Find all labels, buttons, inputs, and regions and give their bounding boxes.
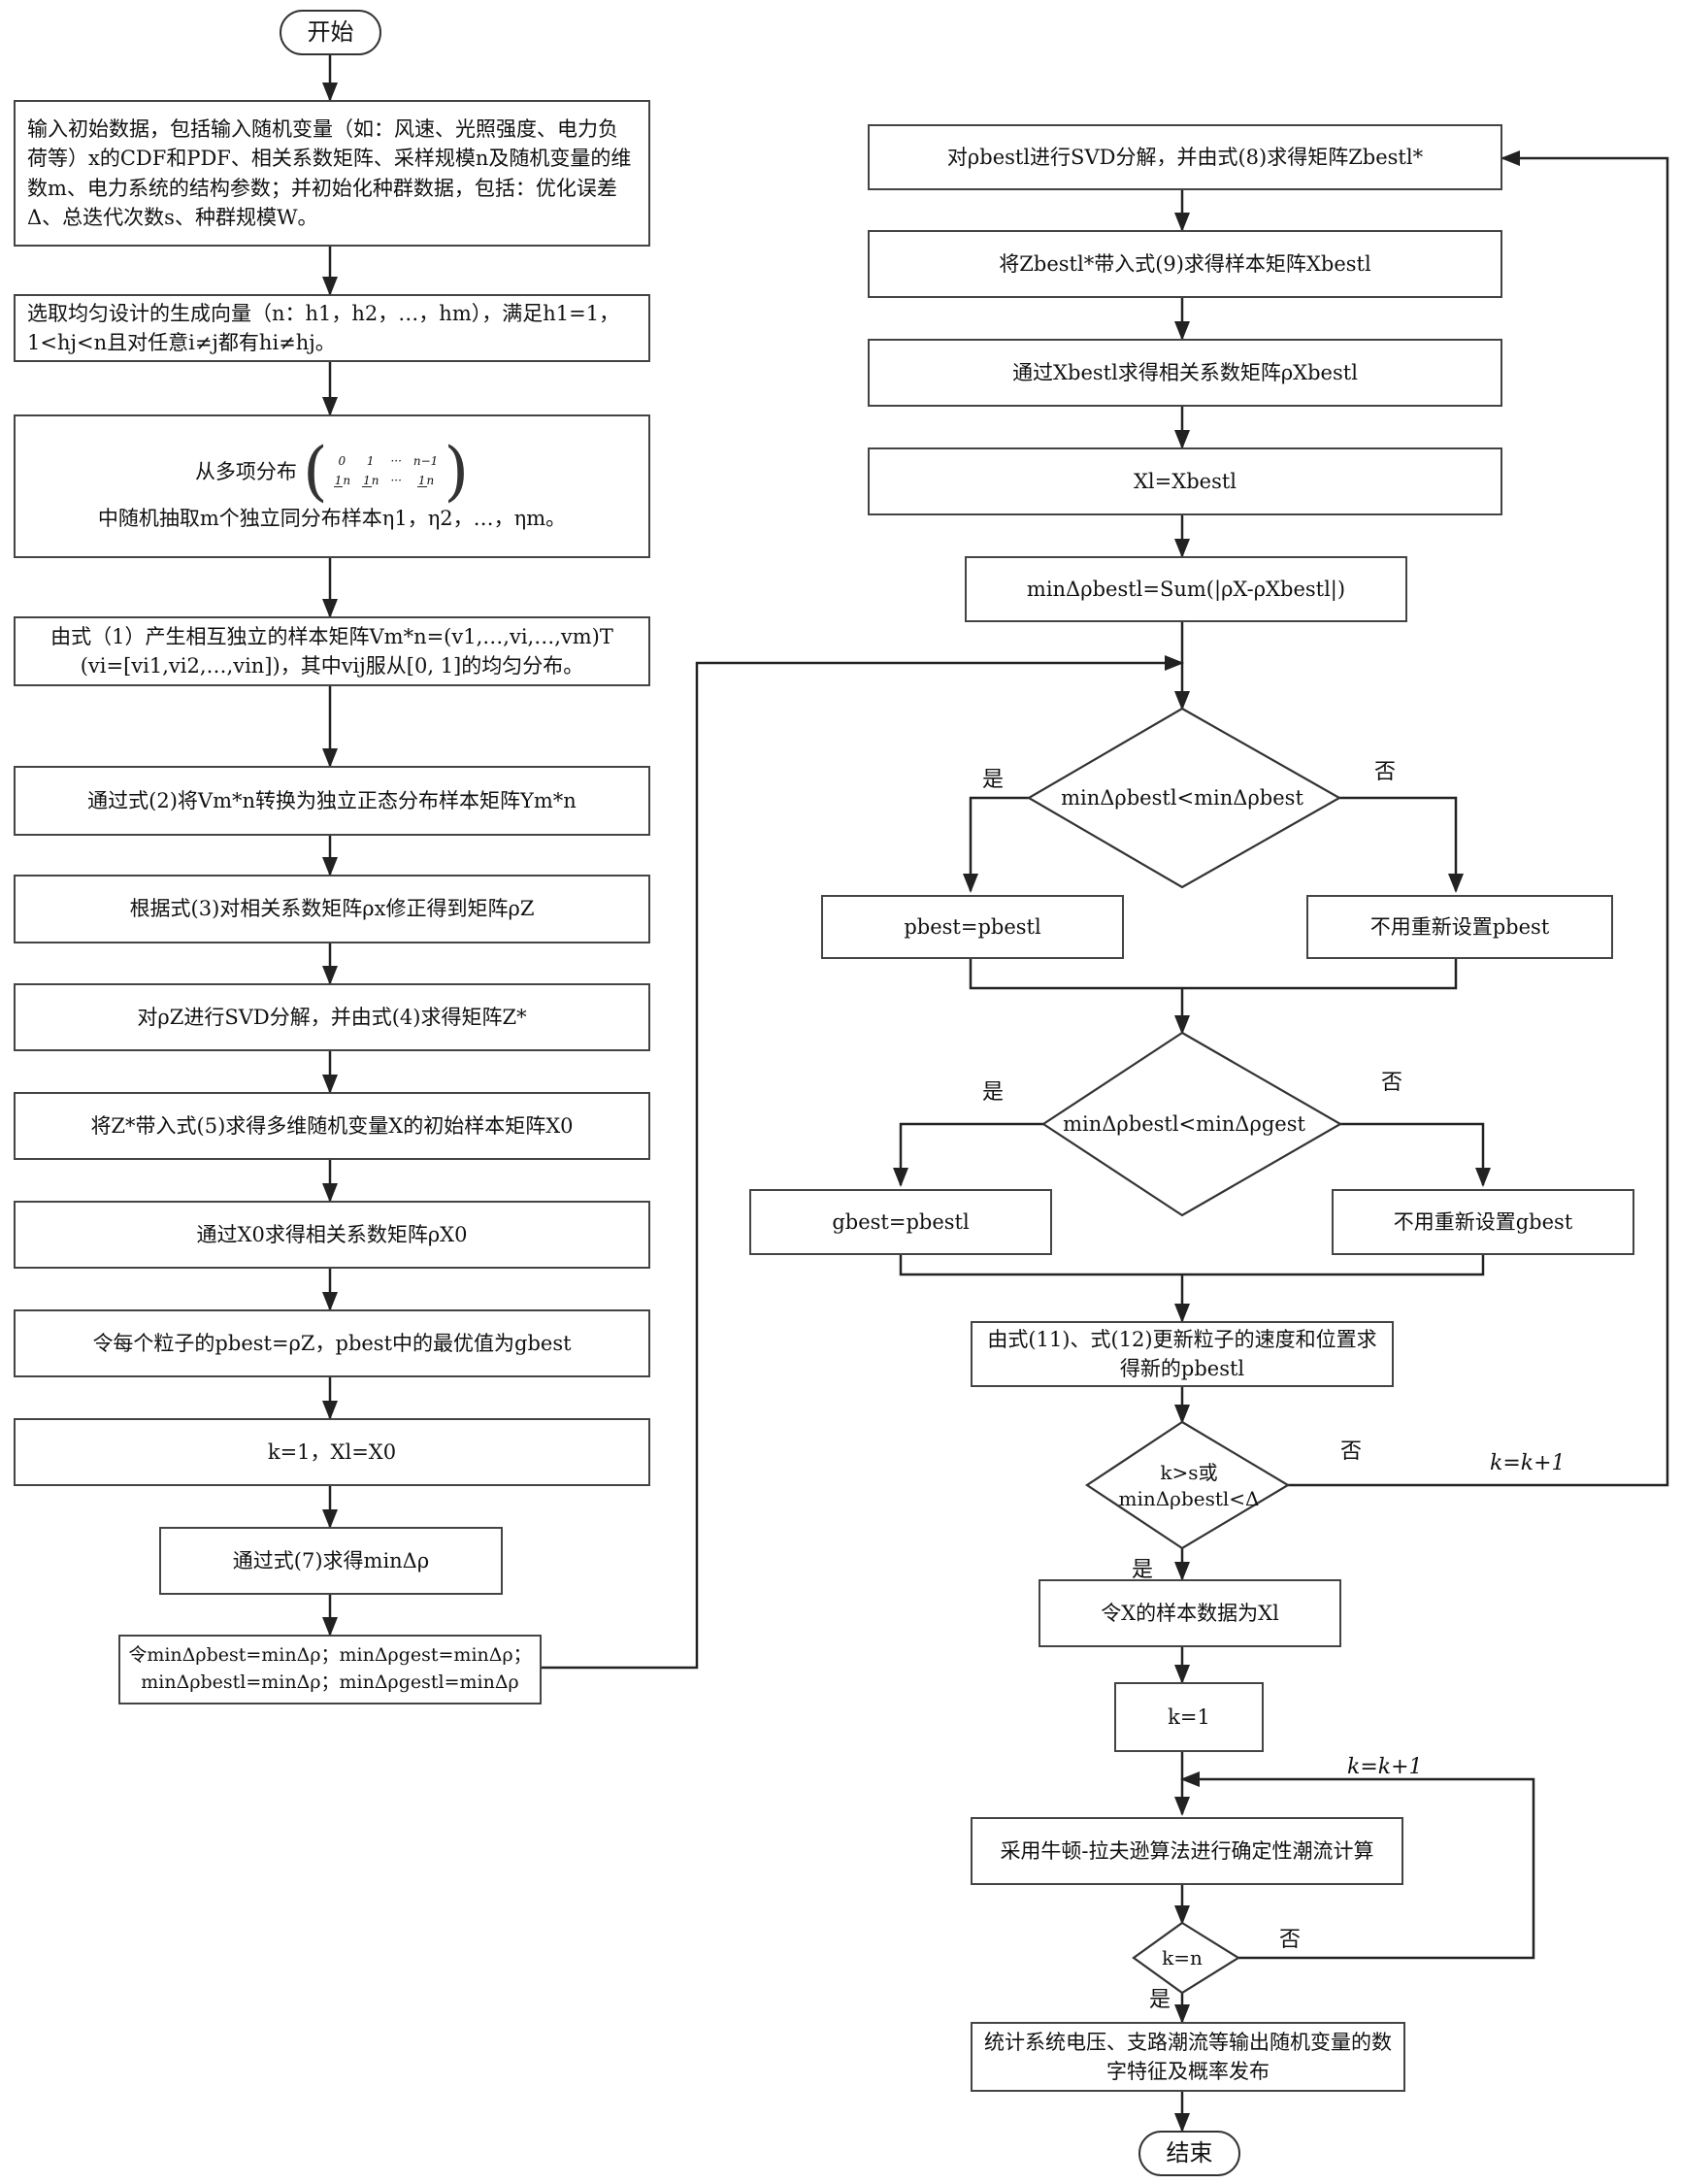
decision-1-text: minΔρbestl<minΔρbest [1061,785,1303,810]
end-terminal: 结束 [1138,2131,1240,2176]
step-gbest-update: gbest=pbestl [749,1189,1052,1255]
matrix-den-0: n [343,473,351,487]
multinomial-line: 从多项分布 ( 0 1 ··· n−1 1n 1n ··· 1n ) [194,433,470,509]
label-d3-yes: 是 [1132,1558,1154,1582]
step-sample-x-best-text: 将Zbestl*带入式(9)求得样本矩阵Xbestl [999,251,1371,276]
matrix-den-2: n [426,473,435,487]
edge-d4-no-loop [1180,1771,1535,1960]
step-gbest-keep: 不用重新设置gbest [1332,1189,1634,1255]
step-set-x-sample: 令X的样本数据为Xl [1039,1579,1341,1647]
edge-d1-no [1339,796,1464,893]
label-d3-no: 否 [1340,1439,1363,1464]
label-d4-no: 否 [1279,1928,1302,1952]
decision-2-text: minΔρbestl<minΔρgest [1063,1111,1305,1136]
step-svd-best-text: 对ρbestl进行SVD分解，并由式(8)求得矩阵Zbestl* [946,145,1424,169]
step-generation-vector: 选取均匀设计的生成向量（n：h1，h2，…，hm），满足h1=1，1<hj<n且… [14,294,650,362]
label-d1-no: 否 [1374,760,1397,784]
step-correlation-x0: 通过X0求得相关系数矩阵ρX0 [14,1201,650,1269]
matrix-num-2: 1 [416,473,427,488]
edge-d3-no-loop [1288,150,1669,1487]
step-k-reset-text: k=1 [1168,1704,1210,1729]
step-svd-z: 对ρZ进行SVD分解，并由式(4)求得矩阵Z* [14,983,650,1051]
multinomial-matrix: ( 0 1 ··· n−1 1n 1n ··· 1n ) [302,433,470,509]
step-pbest-keep-text: 不用重新设置pbest [1369,914,1550,939]
step-correct-correlation-text: 根据式(3)对相关系数矩阵ρx修正得到矩阵ρZ [129,897,535,921]
label-loop1: k=k+1 [1490,1451,1566,1475]
step-sum-delta-text: minΔρbestl=Sum(|ρX-ρXbestl|) [1026,577,1346,601]
matrix-den-1: n [371,473,379,487]
step-correlation-x0-text: 通过X0求得相关系数矩阵ρX0 [196,1222,468,1246]
decision-1-shape [1026,707,1342,889]
multinomial-sample-text: 中随机抽取m个独立同分布样本η1，η2，…，ηm。 [97,506,567,530]
matrix-top-2: ··· [390,454,402,469]
step-pbest-update-text: pbest=pbestl [904,914,1041,939]
step-set-x-sample-text: 令X的样本数据为Xl [1101,1601,1279,1625]
step-svd-z-text: 对ρZ进行SVD分解，并由式(4)求得矩阵Z* [137,1005,527,1029]
step-correlation-best-text: 通过Xbestl求得相关系数矩阵ρXbestl [1012,360,1358,384]
step-svd-best: 对ρbestl进行SVD分解，并由式(8)求得矩阵Zbestl* [868,124,1502,190]
edge-d1-yes [963,796,1029,893]
start-terminal: 开始 [280,10,381,55]
step-newton-raphson: 采用牛顿-拉夫逊算法进行确定性潮流计算 [971,1817,1403,1885]
step-init-min-values-text: 令minΔρbest=minΔρ；minΔρgest=minΔρ；minΔρbe… [128,1644,532,1693]
decision-4-text: k=n [1162,1945,1203,1969]
step-initial-sample-x0-text: 将Z*带入式(5)求得多维随机变量X的初始样本矩阵X0 [90,1113,574,1138]
step-newton-raphson-text: 采用牛顿-拉夫逊算法进行确定性潮流计算 [1000,1838,1374,1863]
label-d2-no: 否 [1381,1071,1403,1095]
step-sample-x-best: 将Zbestl*带入式(9)求得样本矩阵Xbestl [868,230,1502,298]
matrix-top-3: n−1 [412,454,439,469]
step-multinomial-sampling: 从多项分布 ( 0 1 ··· n−1 1n 1n ··· 1n ) 中随机抽取… [14,414,650,558]
step-correct-correlation: 根据式(3)对相关系数矩阵ρx修正得到矩阵ρZ [14,875,650,943]
edge-d2-no [1340,1122,1491,1187]
step-sample-matrix-v: 由式（1）产生相互独立的样本矩阵Vm*n=(v1,…,vi,…,vm)T (vi… [14,616,650,686]
step-update-particles: 由式(11)、式(12)更新粒子的速度和位置求得新的pbestl [971,1321,1394,1387]
step-k-init-text: k=1，Xl=X0 [267,1439,397,1464]
label-d1-yes: 是 [982,768,1005,792]
step-min-delta-rho: 通过式(7)求得minΔρ [159,1527,503,1595]
edge-merge2 [899,1255,1485,1276]
step-init-particles: 令每个粒子的pbest=ρZ，pbest中的最优值为gbest [14,1309,650,1377]
edge-l13-merge [542,655,1184,1670]
step-gbest-keep-text: 不用重新设置gbest [1393,1209,1573,1234]
step-k-reset: k=1 [1114,1682,1264,1752]
step-input-initial-data-text: 输入初始数据，包括输入随机变量（如：风速、光照强度、电力负荷等）x的CDF和PD… [27,116,632,229]
label-loop2: k=k+1 [1347,1755,1423,1779]
step-assign-xl: Xl=Xbestl [868,447,1502,515]
step-convert-normal: 通过式(2)将Vm*n转换为独立正态分布样本矩阵Ym*n [14,766,650,836]
decision-3-text: k>s或minΔρbestl<Δ [1118,1461,1260,1510]
step-correlation-best: 通过Xbestl求得相关系数矩阵ρXbestl [868,339,1502,407]
edge-merge1 [969,959,1458,990]
step-init-min-values: 令minΔρbest=minΔρ；minΔρgest=minΔρ；minΔρbe… [118,1635,542,1704]
decision-3-shape [1085,1420,1291,1550]
decision-4-shape [1132,1921,1241,1995]
step-gbest-update-text: gbest=pbestl [832,1209,970,1234]
matrix-top-0: 0 [338,454,346,469]
step-sample-matrix-v-text: 由式（1）产生相互独立的样本矩阵Vm*n=(v1,…,vi,…,vm)T (vi… [50,624,613,678]
step-generation-vector-text: 选取均匀设计的生成向量（n：h1，h2，…，hm），满足h1=1，1<hj<n且… [27,301,620,354]
decision-2-shape [1040,1031,1343,1217]
step-sum-delta: minΔρbestl=Sum(|ρX-ρXbestl|) [965,556,1407,622]
matrix-top-1: 1 [366,454,375,469]
multinomial-label: 从多项分布 [194,459,297,483]
matrix-num-0: 1 [333,473,344,488]
matrix-num-1: 1 [362,473,372,488]
step-assign-xl-text: Xl=Xbestl [1133,469,1237,493]
step-min-delta-rho-text: 通过式(7)求得minΔρ [232,1548,430,1572]
step-k-init: k=1，Xl=X0 [14,1418,650,1486]
step-pbest-update: pbest=pbestl [821,895,1124,959]
step-initial-sample-x0: 将Z*带入式(5)求得多维随机变量X的初始样本矩阵X0 [14,1092,650,1160]
matrix-bottom-dots: ··· [390,473,402,487]
step-pbest-keep: 不用重新设置pbest [1306,895,1613,959]
step-statistics-output-text: 统计系统电压、支路潮流等输出随机变量的数字特征及概率发布 [984,2030,1392,2083]
step-statistics-output: 统计系统电压、支路潮流等输出随机变量的数字特征及概率发布 [971,2022,1405,2092]
edge-d2-yes [893,1122,1043,1187]
step-init-particles-text: 令每个粒子的pbest=ρZ，pbest中的最优值为gbest [92,1331,572,1355]
step-update-particles-text: 由式(11)、式(12)更新粒子的速度和位置求得新的pbestl [987,1327,1377,1380]
label-d4-yes: 是 [1149,1988,1171,2012]
step-convert-normal-text: 通过式(2)将Vm*n转换为独立正态分布样本矩阵Ym*n [87,788,577,812]
step-input-initial-data: 输入初始数据，包括输入随机变量（如：风速、光照强度、电力负荷等）x的CDF和PD… [14,100,650,247]
label-d2-yes: 是 [982,1080,1005,1105]
